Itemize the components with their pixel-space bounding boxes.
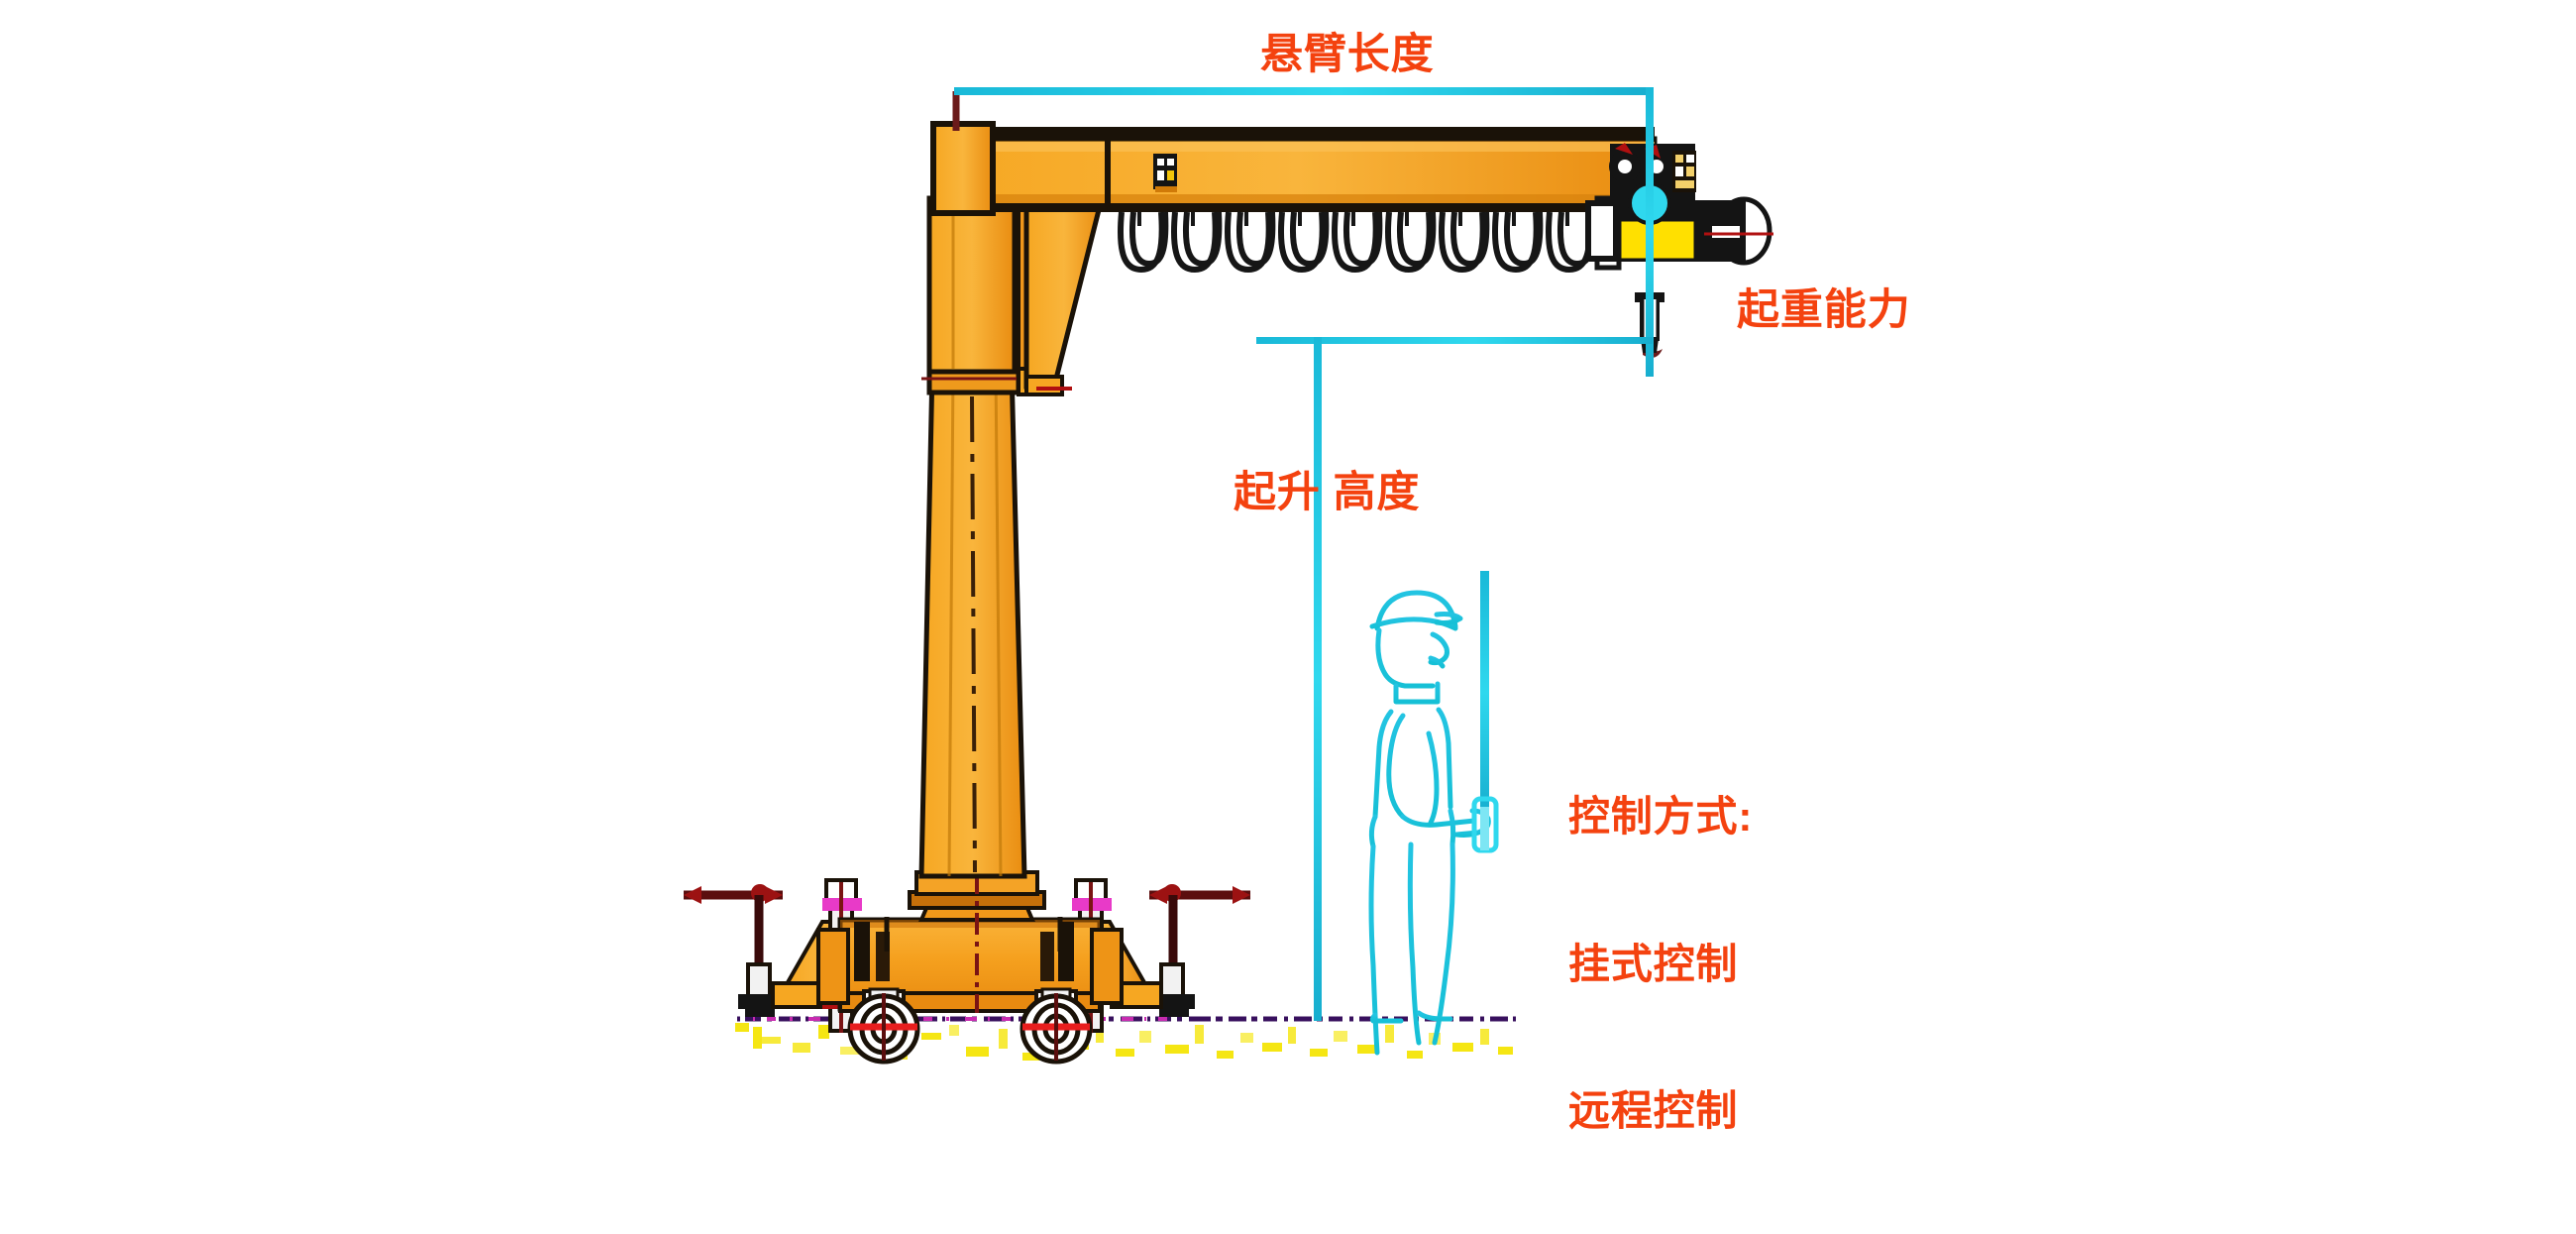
annotation-boom-length: 悬臂长度 xyxy=(1260,31,1435,78)
control-mode-pendant: 挂式控制 xyxy=(1568,940,1739,987)
control-mode-remote: 远程控制 xyxy=(1568,1087,1739,1135)
pendant-control xyxy=(1471,571,1499,853)
gusset-brace xyxy=(1023,195,1106,396)
wheel-left xyxy=(847,987,920,1065)
wheel-right xyxy=(1020,987,1093,1065)
base-chassis xyxy=(684,870,1250,1065)
outrigger-dimension-left xyxy=(684,884,783,1017)
crane-illustration xyxy=(684,87,1773,1065)
annotation-lifting-height: 起升 高度 xyxy=(1234,469,1421,516)
dimension-lines xyxy=(952,87,1654,1021)
control-mode-title: 控制方式: xyxy=(1568,793,1754,841)
diagram-canvas: 悬臂长度 起重能力 起升 高度 控制方式: 挂式控制 远程控制 xyxy=(684,31,1911,1135)
beam-bracket xyxy=(1153,154,1177,192)
operator-figure xyxy=(1368,590,1491,1056)
annotation-lifting-capacity: 起重能力 xyxy=(1737,286,1911,334)
outrigger-dimension-right xyxy=(1149,884,1250,1017)
annotation-control-mode: 控制方式: 挂式控制 远程控制 xyxy=(1568,694,1753,1234)
